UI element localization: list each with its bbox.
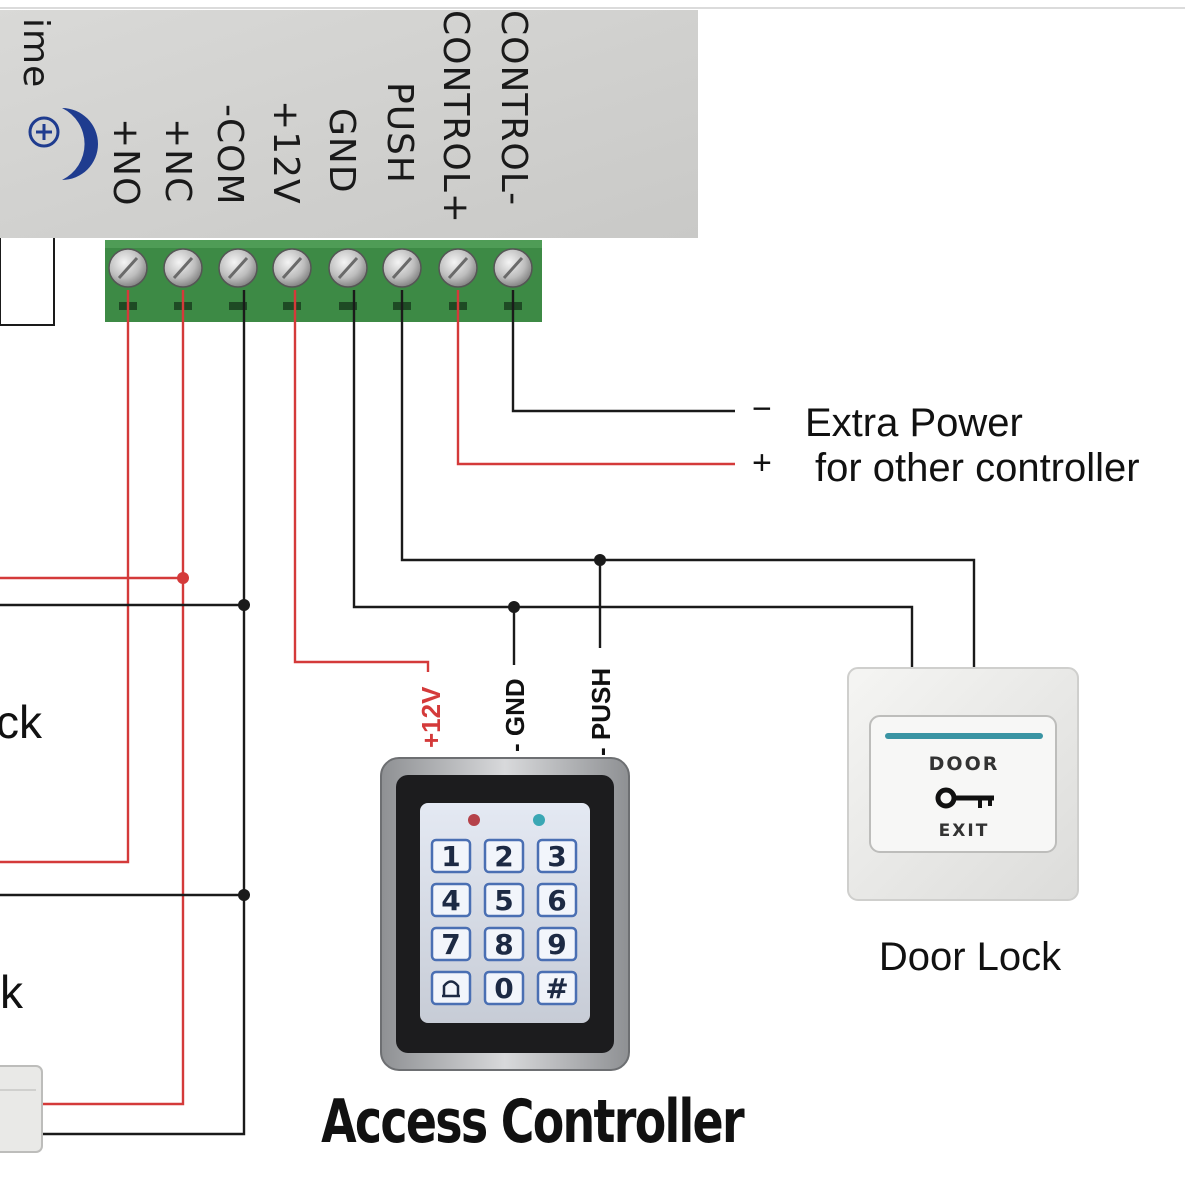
- wire-push: [400, 290, 976, 668]
- terminal-screw-12v: [272, 248, 312, 310]
- wire-control-minus: [511, 290, 735, 413]
- svg-text:8: 8: [494, 928, 513, 961]
- door-text: DOOR: [929, 753, 1000, 775]
- keypad-key-5: 5: [483, 882, 525, 918]
- access-controller-keypad: 1 2 3 4 5 6 7 8 9 0 #: [380, 757, 630, 1071]
- keypad-key-4: 4: [430, 882, 472, 918]
- terminal-block: [105, 240, 542, 322]
- exit-text: EXIT: [939, 821, 990, 841]
- key-icon: [935, 787, 994, 809]
- left-partial-label-upper: ck: [0, 696, 43, 748]
- terminal-screw-com: [218, 248, 258, 310]
- wire-gnd: [352, 290, 914, 668]
- svg-text:0: 0: [494, 972, 513, 1005]
- svg-text:4: 4: [441, 884, 460, 917]
- svg-text:6: 6: [547, 884, 566, 917]
- plus-sign: +: [752, 444, 772, 482]
- label-push: PUSH: [379, 82, 420, 184]
- label-control-minus: CONTROL-: [493, 10, 534, 206]
- extra-power-labels: − + Extra Power for other controller: [752, 390, 1140, 490]
- keypad-key-0: 0: [483, 970, 525, 1006]
- access-controller-caption: Access Controller: [321, 1087, 745, 1157]
- svg-text:9: 9: [547, 928, 566, 961]
- wire-nc: [40, 290, 185, 1106]
- left-device-fragment: [0, 1065, 43, 1153]
- junction-com-2: [238, 889, 250, 901]
- keypad-key-bell: [430, 970, 472, 1006]
- status-led-red: [468, 814, 480, 826]
- door-exit-button: DOOR EXIT: [847, 667, 1079, 901]
- junction-gnd: [508, 601, 520, 613]
- bell-icon: [442, 980, 460, 998]
- label-control-plus: CONTROL+: [435, 10, 476, 224]
- label-12v: +12V: [265, 100, 306, 205]
- keypad-key-8: 8: [483, 926, 525, 962]
- wire-control-plus: [456, 290, 735, 466]
- svg-text:1: 1: [441, 840, 460, 873]
- keypad-key-9: 9: [536, 926, 578, 962]
- svg-text:#: #: [545, 972, 568, 1005]
- controller-partial-label: ime: [15, 18, 56, 88]
- svg-text:3: 3: [547, 840, 566, 873]
- terminal-screw-gnd: [328, 248, 368, 310]
- junction-push: [594, 554, 606, 566]
- keypad-key-6: 6: [536, 882, 578, 918]
- label-com: -COM: [209, 104, 250, 206]
- svg-text:2: 2: [494, 840, 513, 873]
- door-lock-caption: Door Lock: [879, 935, 1062, 979]
- wires: [0, 290, 976, 1136]
- extra-power-line1: Extra Power: [805, 401, 1023, 445]
- junction-nc: [177, 572, 189, 584]
- extra-power-line2: for other controller: [815, 446, 1140, 490]
- status-led-blue: [533, 814, 545, 826]
- keypad-label-push: - PUSH: [586, 668, 616, 756]
- svg-text:5: 5: [494, 884, 513, 917]
- minus-sign: −: [752, 390, 772, 428]
- label-gnd: GND: [321, 108, 362, 194]
- wire-com: [40, 290, 246, 1136]
- wire-no: [0, 290, 130, 864]
- svg-text:7: 7: [441, 928, 460, 961]
- time-adjust-knob: [28, 108, 98, 180]
- keypad-key-2: 2: [483, 838, 525, 874]
- keypad-label-gnd: - GND: [500, 678, 530, 752]
- wire-12v: [293, 290, 430, 672]
- left-device-outline: [0, 238, 55, 326]
- keypad-key-3: 3: [536, 838, 578, 874]
- label-no: +NO: [105, 118, 146, 206]
- controller-box: ime +NO +NC -COM +12V GND PUSH CONTROL+ …: [0, 10, 698, 326]
- left-partial-label-lower: k: [0, 966, 24, 1018]
- keypad-key-7: 7: [430, 926, 472, 962]
- keypad-label-12v: +12V: [416, 686, 446, 748]
- keypad-key-hash: #: [536, 970, 578, 1006]
- label-nc: +NC: [157, 118, 198, 203]
- keypad-key-1: 1: [430, 838, 472, 874]
- junction-com-1: [238, 599, 250, 611]
